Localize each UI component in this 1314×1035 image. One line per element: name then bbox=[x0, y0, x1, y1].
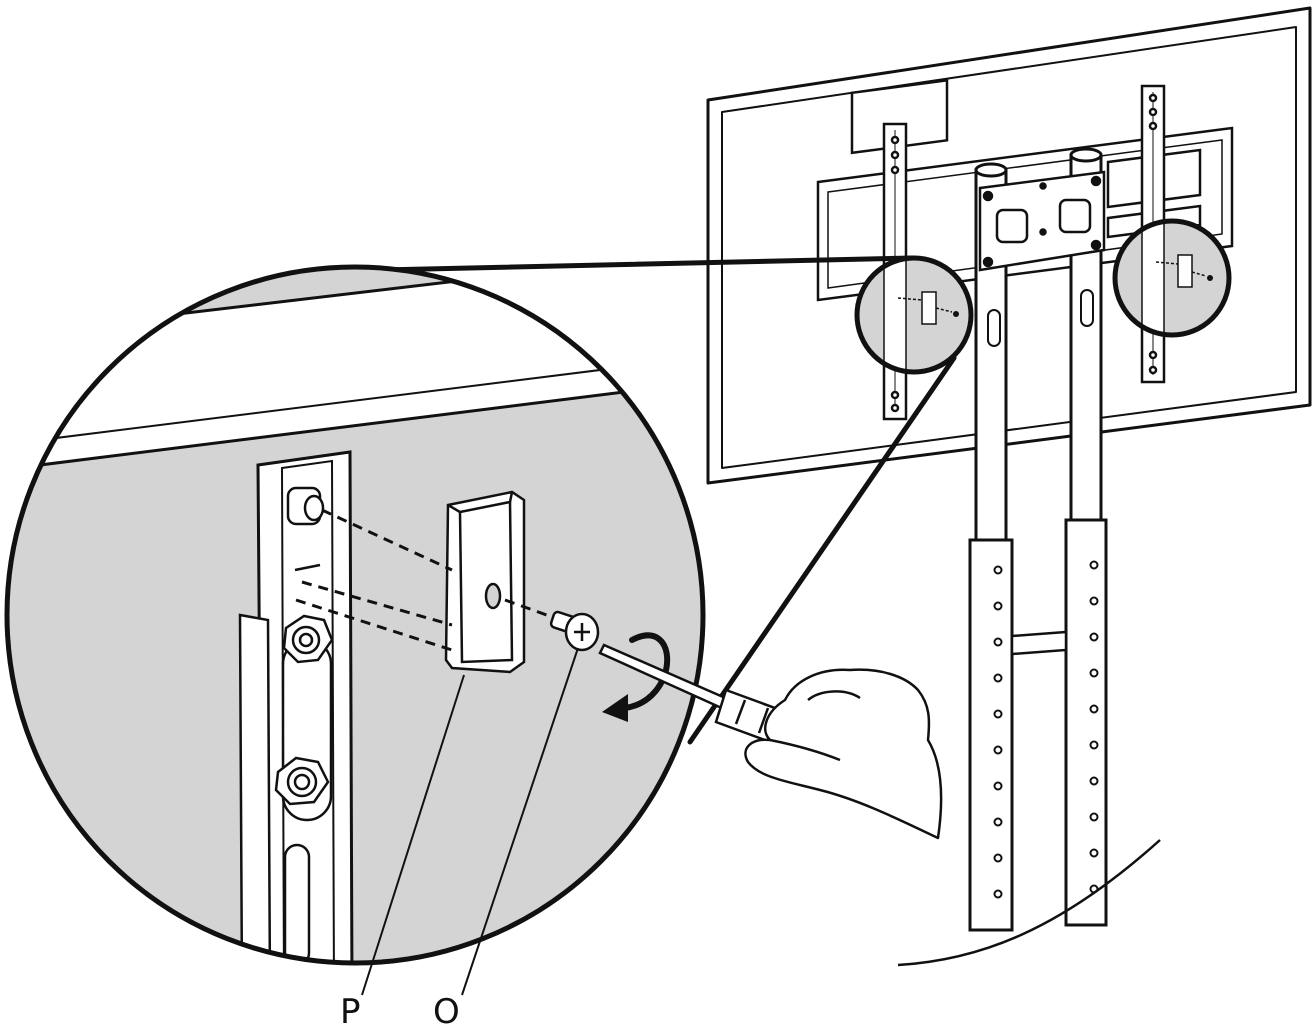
center-adapter-plate bbox=[978, 170, 1106, 272]
column-hole bbox=[993, 745, 1003, 755]
column-hole bbox=[993, 817, 1003, 827]
column-hole bbox=[1089, 812, 1099, 822]
floor-line bbox=[897, 839, 1161, 967]
detail-circle-right bbox=[1112, 218, 1232, 338]
callout-label-p: P bbox=[340, 992, 361, 1032]
stand-column-left bbox=[968, 162, 1014, 932]
alignment-dashes bbox=[295, 508, 556, 652]
zoom-connector-lines bbox=[377, 255, 957, 745]
column-hole bbox=[993, 601, 1003, 611]
column-hole bbox=[993, 781, 1003, 791]
column-hole bbox=[1089, 560, 1099, 570]
u-channel-spacer bbox=[444, 490, 526, 674]
column-hole bbox=[993, 889, 1003, 899]
hex-bolt-upper bbox=[282, 614, 334, 664]
column-hole bbox=[993, 709, 1003, 719]
hand bbox=[744, 668, 943, 840]
zoom-detail-circle bbox=[4, 264, 706, 966]
column-hole bbox=[1089, 776, 1099, 786]
stand-column-right bbox=[1064, 147, 1108, 927]
rotation-arrow-icon bbox=[602, 632, 671, 722]
callout-leader-lines bbox=[361, 647, 579, 996]
column-hole bbox=[993, 853, 1003, 863]
column-hole bbox=[993, 565, 1003, 575]
column-hole bbox=[1089, 596, 1099, 606]
column-hole bbox=[1089, 704, 1099, 714]
column-hole bbox=[1089, 740, 1099, 750]
column-hole bbox=[993, 673, 1003, 683]
column-height-holes bbox=[993, 560, 1099, 899]
column-hole bbox=[993, 637, 1003, 647]
column-hole bbox=[1089, 668, 1099, 678]
column-crossbar bbox=[1010, 630, 1068, 656]
phillips-screw bbox=[549, 610, 600, 652]
hex-bolt-lower bbox=[274, 756, 330, 806]
column-hole bbox=[1089, 632, 1099, 642]
callout-label-o: O bbox=[433, 992, 460, 1032]
column-hole bbox=[1089, 848, 1099, 858]
